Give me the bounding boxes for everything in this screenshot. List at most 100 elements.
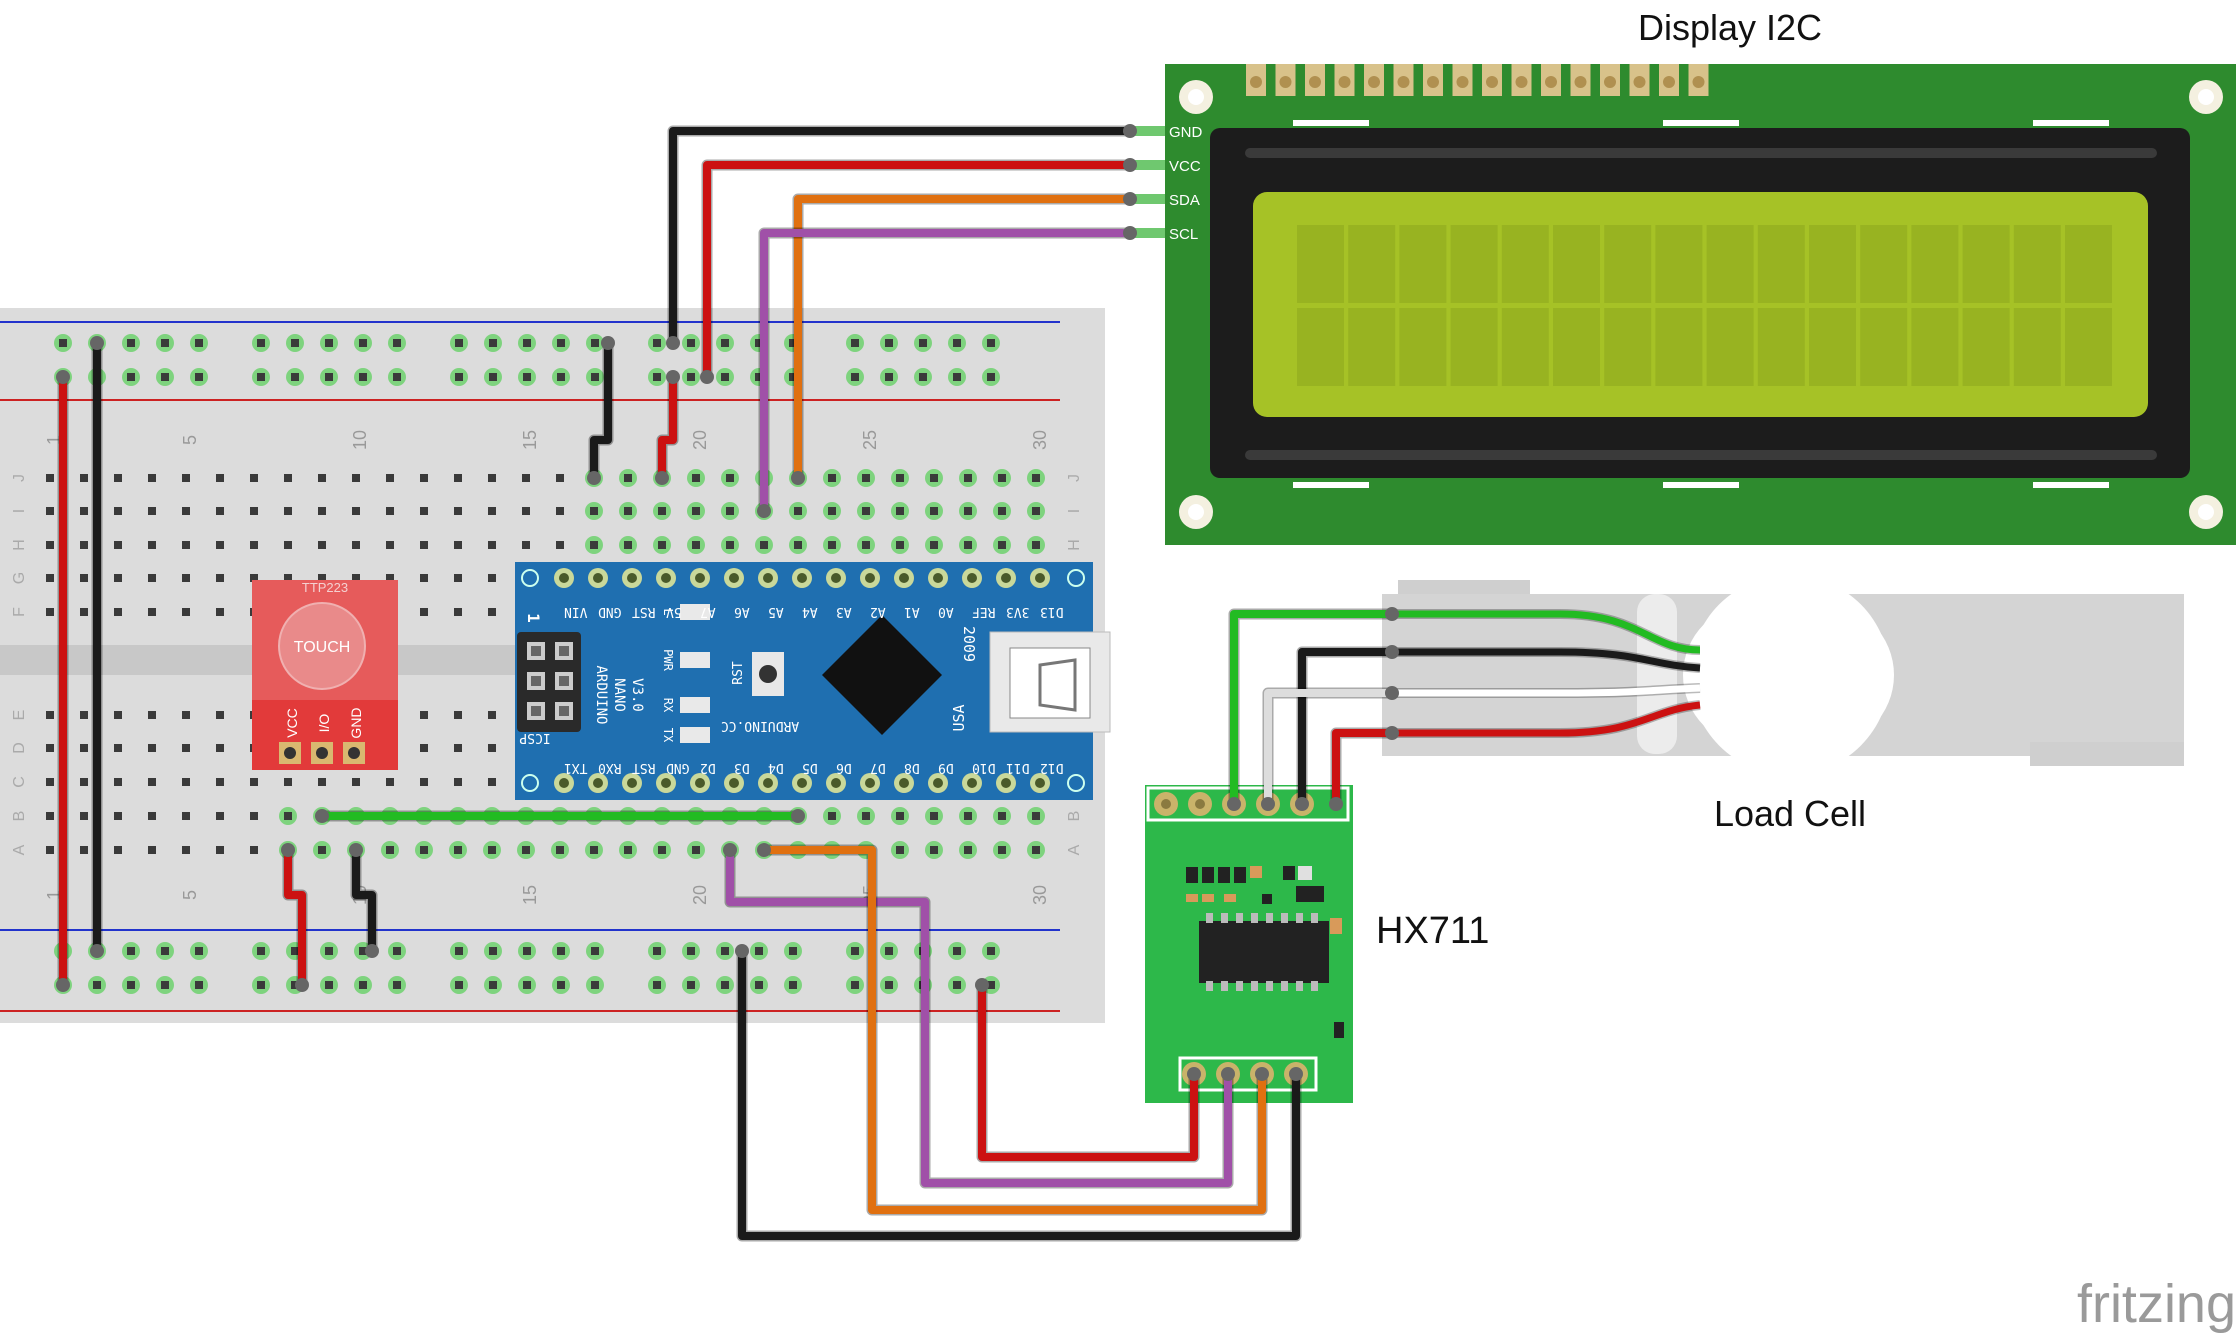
breadboard-hole	[692, 507, 700, 515]
breadboard-hole	[1032, 507, 1040, 515]
breadboard-hole	[557, 373, 565, 381]
breadboard-hole	[489, 947, 497, 955]
lcd-cell	[1706, 308, 1754, 386]
breadboard-hole	[420, 608, 428, 616]
loadcell-wire-black[interactable]	[1392, 648, 1701, 672]
breadboard-hole	[386, 507, 394, 515]
breadboard-hole	[794, 507, 802, 515]
breadboard-hole	[148, 711, 156, 719]
breadboard-hole	[828, 474, 836, 482]
breadboard-hole	[216, 778, 224, 786]
breadboard-hole	[721, 981, 729, 989]
breadboard-hole	[195, 981, 203, 989]
breadboard-hole	[454, 711, 462, 719]
wire-touch-vcc[interactable]	[284, 846, 306, 989]
row-label: A	[1066, 844, 1083, 855]
breadboard-hole	[721, 373, 729, 381]
wire-lcd-gnd[interactable]	[669, 127, 1134, 347]
loadcell-wire-white[interactable]	[1392, 684, 1701, 697]
nano-pin-label: VIN	[564, 604, 587, 619]
nano-pin-label: A3	[836, 604, 852, 619]
wire-hx711-a-minus[interactable]	[1264, 689, 1396, 808]
wire-lcd-scl[interactable]	[760, 229, 1134, 515]
breadboard-hole	[1032, 846, 1040, 854]
breadboard-hole	[692, 846, 700, 854]
icsp-label: ICSP	[519, 730, 550, 745]
breadboard-hole	[93, 981, 101, 989]
breadboard-hole	[789, 981, 797, 989]
breadboard-hole	[964, 812, 972, 820]
breadboard-hole	[828, 507, 836, 515]
wire-lcd-sda[interactable]	[794, 195, 1134, 482]
breadboard-hole	[454, 541, 462, 549]
breadboard-hole	[658, 507, 666, 515]
breadboard-hole	[250, 778, 258, 786]
breadboard-hole	[359, 373, 367, 381]
breadboard-hole	[182, 541, 190, 549]
wire-hx711-vcc[interactable]	[978, 981, 1198, 1161]
wire-hx711-a-plus[interactable]	[1332, 729, 1396, 808]
breadboard-hole	[80, 541, 88, 549]
breadboard-hole	[257, 947, 265, 955]
breadboard-hole	[687, 373, 695, 381]
breadboard-hole	[420, 711, 428, 719]
breadboard-hole	[284, 574, 292, 582]
wire-touch-gnd[interactable]	[352, 846, 376, 955]
wire-lcd-vcc[interactable]	[703, 161, 1134, 381]
column-number: 15	[520, 885, 540, 905]
breadboard-hole	[624, 507, 632, 515]
wire-gnd-rail-link[interactable]	[590, 339, 612, 482]
nano-led	[680, 652, 710, 668]
wire-hx711-dt[interactable]	[726, 846, 1232, 1187]
wire-hx711-e-minus[interactable]	[1298, 648, 1396, 808]
wire-hx711-sck[interactable]	[760, 846, 1266, 1214]
breadboard-hole	[755, 981, 763, 989]
breadboard-hole	[851, 373, 859, 381]
lcd-cell	[1553, 225, 1600, 303]
breadboard-hole	[250, 846, 258, 854]
breadboard-hole	[216, 711, 224, 719]
breadboard-hole	[114, 812, 122, 820]
lcd-cell	[1501, 308, 1549, 386]
breadboard-hole	[987, 339, 995, 347]
breadboard-hole	[386, 778, 394, 786]
breadboard-hole	[998, 812, 1006, 820]
nano-year-text: 2009	[960, 626, 978, 662]
breadboard-hole	[851, 981, 859, 989]
breadboard-hole	[488, 846, 496, 854]
lcd-cell	[1450, 308, 1498, 386]
breadboard-hole	[216, 507, 224, 515]
breadboard-hole	[393, 339, 401, 347]
lcd-mounting-holes	[1179, 80, 2223, 529]
breadboard-hole	[284, 541, 292, 549]
lcd-cell	[1604, 225, 1652, 303]
row-label: G	[11, 572, 28, 584]
nano-pin-label: RST	[632, 760, 656, 775]
reset-button[interactable]	[759, 665, 777, 683]
breadboard-hole	[930, 846, 938, 854]
breadboard-hole	[489, 981, 497, 989]
wire-hx711-e-plus[interactable]	[1230, 610, 1396, 808]
wire-vcc-rail-link[interactable]	[658, 373, 677, 482]
breadboard-hole	[885, 339, 893, 347]
breadboard-hole	[454, 778, 462, 786]
breadboard-hole	[148, 812, 156, 820]
breadboard-hole	[291, 339, 299, 347]
breadboard-hole	[80, 846, 88, 854]
breadboard-hole	[964, 507, 972, 515]
nano-pin-label: A5	[768, 604, 784, 619]
loadcell-wire-green[interactable]	[1392, 610, 1701, 654]
column-number: 20	[690, 885, 710, 905]
lcd-cell	[1757, 225, 1805, 303]
breadboard-hole	[591, 947, 599, 955]
row-label: J	[11, 474, 28, 482]
loadcell-wire-red[interactable]	[1392, 701, 1701, 737]
wire-hx711-gnd[interactable]	[738, 947, 1300, 1240]
lcd-pin-label: SCL	[1169, 226, 1198, 243]
column-number: 5	[180, 435, 200, 445]
nano-pin-label: D13	[1040, 604, 1063, 619]
